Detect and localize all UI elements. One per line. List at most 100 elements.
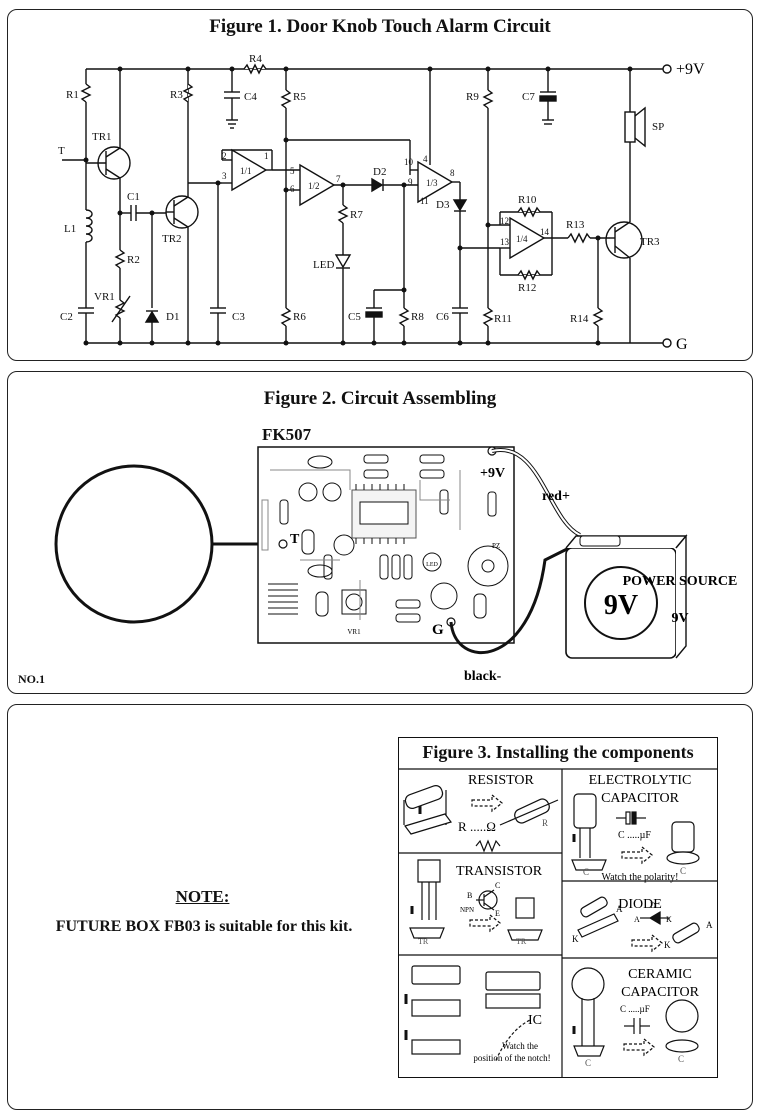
label-R9: R9	[466, 91, 479, 103]
svg-text:3: 3	[222, 171, 227, 181]
svg-text:PZ: PZ	[492, 542, 500, 550]
label-R2: R2	[127, 254, 140, 266]
label-R14: R14	[570, 313, 589, 325]
svg-text:R: R	[458, 819, 467, 834]
pcb-g-label: G	[432, 622, 444, 638]
label-R3: R3	[170, 89, 183, 101]
svg-text:9: 9	[408, 177, 413, 187]
svg-text:Watch the polarity!: Watch the polarity!	[602, 872, 679, 883]
label-R8: R8	[411, 311, 424, 323]
svg-text:C: C	[585, 1058, 591, 1068]
svg-text:11: 11	[420, 196, 429, 206]
label-C6: C6	[436, 311, 449, 323]
svg-text:TR: TR	[516, 937, 527, 946]
page-number: NO.1	[18, 672, 45, 686]
label-L1: L1	[64, 223, 76, 235]
label-TR3: TR3	[640, 236, 660, 248]
label-TR1: TR1	[92, 131, 112, 143]
label-D3: D3	[436, 199, 450, 211]
svg-text:TR: TR	[418, 937, 429, 946]
transistor-label: TRANSISTOR	[456, 864, 543, 879]
black-wire-label: black-	[464, 669, 502, 684]
board-name: FK507	[262, 425, 312, 444]
label-C7: C7	[522, 91, 535, 103]
figure3-title: Figure 3. Installing the components	[422, 742, 694, 762]
resistor-label: RESISTOR	[468, 773, 535, 788]
figure1-schematic: R1 TR1 T C1 L1 R2 VR1 C2 D1 TR2 R3 C3 R4…	[58, 53, 705, 353]
label-R1: R1	[66, 89, 79, 101]
power-source-label: POWER SOURCE	[623, 574, 738, 589]
svg-text:1/4: 1/4	[516, 234, 528, 244]
figure2-title: Figure 2. Circuit Assembling	[263, 388, 497, 409]
label-C5: C5	[348, 311, 361, 323]
electrolytic-label-1: ELECTROLYTIC	[589, 773, 692, 788]
label-R4: R4	[249, 53, 262, 65]
label-SP: SP	[652, 121, 664, 133]
pcb-t-label: T	[290, 532, 300, 547]
svg-text:C: C	[495, 881, 500, 890]
label-R13: R13	[566, 219, 585, 231]
note-heading: NOTE:	[175, 887, 230, 906]
svg-text:VR1: VR1	[347, 628, 361, 636]
svg-text:LED: LED	[426, 562, 438, 568]
svg-text:7: 7	[336, 174, 341, 184]
svg-text:1/3: 1/3	[426, 178, 438, 188]
ground-label: G	[676, 336, 688, 353]
figure1-title: Figure 1. Door Knob Touch Alarm Circuit	[209, 16, 551, 37]
svg-text:8: 8	[450, 168, 455, 178]
label-C2: C2	[60, 311, 73, 323]
label-R5: R5	[293, 91, 306, 103]
svg-text:10: 10	[404, 157, 414, 167]
svg-text:6: 6	[290, 184, 295, 194]
svg-text:C .....µF: C .....µF	[618, 830, 651, 841]
pcb-plus-label: +9V	[480, 466, 505, 481]
label-R12: R12	[518, 282, 536, 294]
svg-text:Watch the: Watch the	[502, 1041, 538, 1051]
ceramic-label-2: CAPACITOR	[621, 985, 699, 1000]
svg-text:1/1: 1/1	[240, 166, 252, 176]
figure2-assembly: LED VR1 PZ +9V T G 9V red+ black- POWER …	[54, 446, 738, 684]
power-value: 9V	[671, 611, 688, 626]
svg-text:K: K	[666, 915, 672, 924]
svg-text:K: K	[572, 934, 579, 944]
svg-text:E: E	[495, 909, 500, 918]
svg-text:C: C	[583, 867, 589, 877]
label-C4: C4	[244, 91, 257, 103]
label-VR1: VR1	[94, 291, 115, 303]
svg-text:14: 14	[540, 227, 550, 237]
svg-text:A: A	[634, 915, 640, 924]
red-wire-label: red+	[542, 489, 570, 504]
ceramic-label-1: CERAMIC	[628, 967, 692, 982]
svg-text:C: C	[680, 866, 686, 876]
svg-text:.....Ω: .....Ω	[470, 819, 496, 834]
label-R11: R11	[494, 313, 512, 325]
ic-label: IC	[528, 1013, 542, 1028]
svg-text:B: B	[467, 891, 472, 900]
note-text: FUTURE BOX FB03 is suitable for this kit…	[55, 918, 353, 935]
label-D2: D2	[373, 166, 386, 178]
battery-label: 9V	[604, 590, 638, 621]
svg-text:A: A	[616, 904, 623, 914]
svg-text:1/2: 1/2	[308, 181, 320, 191]
svg-text:R: R	[542, 818, 548, 828]
svg-text:1: 1	[264, 151, 269, 161]
svg-text:NPN: NPN	[460, 906, 474, 914]
label-R10: R10	[518, 194, 537, 206]
svg-text:D: D	[650, 901, 656, 910]
svg-text:13: 13	[500, 237, 510, 247]
svg-text:5: 5	[290, 166, 295, 176]
label-C3: C3	[232, 311, 245, 323]
label-D1: D1	[166, 311, 179, 323]
svg-text:A: A	[706, 920, 713, 930]
label-R6: R6	[293, 311, 306, 323]
svg-text:K: K	[664, 940, 671, 950]
supply-label: +9V	[676, 61, 705, 78]
svg-text:C: C	[678, 1054, 684, 1064]
svg-text:position of the notch!: position of the notch!	[473, 1053, 550, 1063]
svg-text:4: 4	[423, 154, 428, 164]
svg-text:2: 2	[222, 151, 227, 161]
electrolytic-label-2: CAPACITOR	[601, 791, 679, 806]
svg-text:C .....µF: C .....µF	[620, 1004, 650, 1014]
label-R7: R7	[350, 209, 363, 221]
